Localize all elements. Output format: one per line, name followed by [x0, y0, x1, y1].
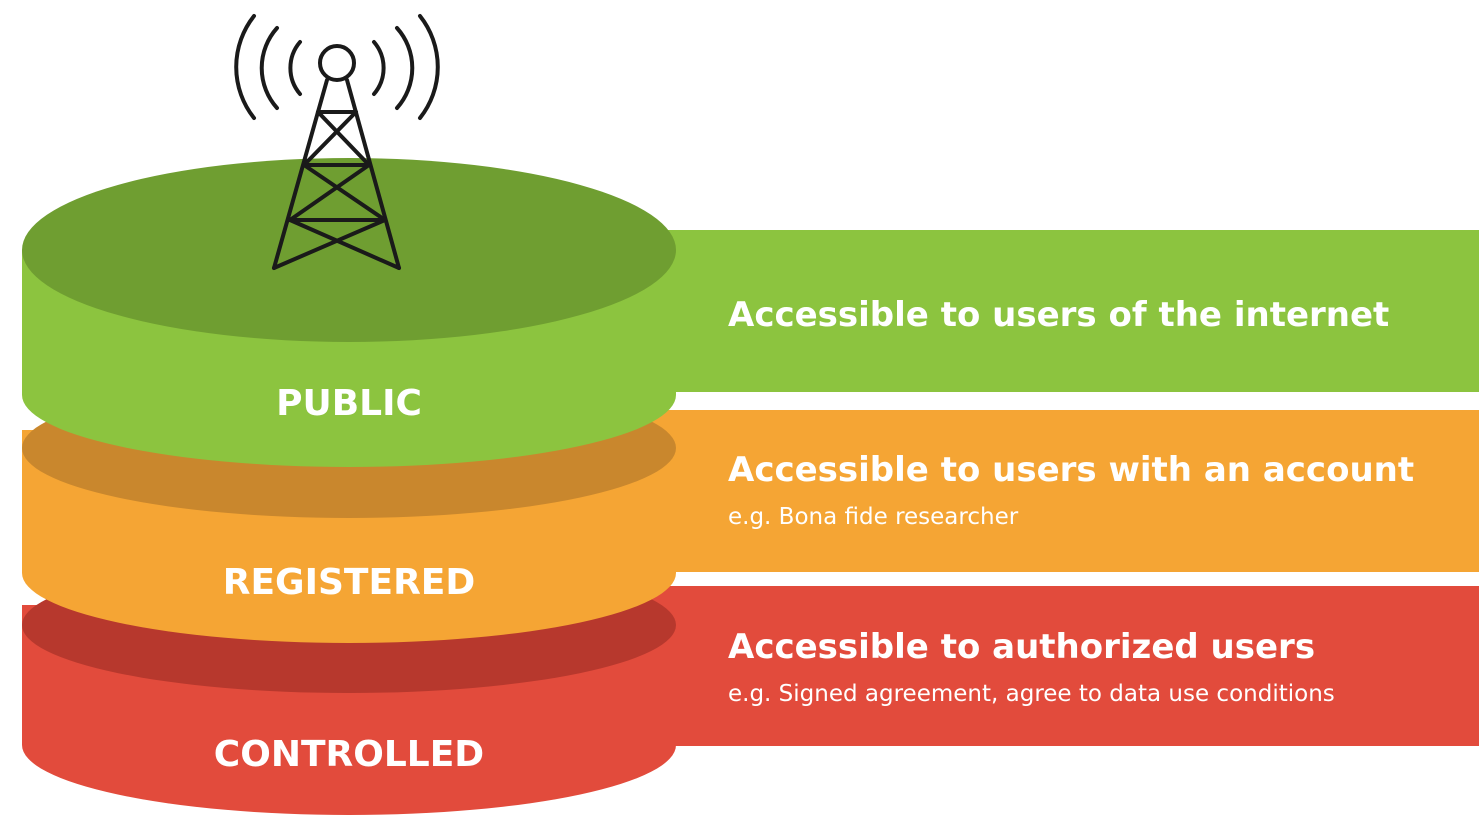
tier-description-public: Accessible to users of the internet: [728, 295, 1389, 335]
tier-example-controlled: e.g. Signed agreement, agree to data use…: [728, 681, 1335, 707]
cylinder-public-top: [22, 158, 676, 342]
broadcast-tower-icon: [234, 14, 440, 270]
cylinder-public: [22, 158, 676, 467]
band-registered: [640, 410, 1479, 572]
tier-label-public: PUBLIC: [276, 383, 422, 424]
tier-description-controlled: Accessible to authorized users: [728, 627, 1315, 667]
tier-example-registered: e.g. Bona fide researcher: [728, 504, 1019, 530]
band-controlled: [640, 586, 1479, 746]
tier-label-registered: REGISTERED: [223, 562, 476, 603]
band-public: [640, 230, 1479, 392]
tier-description-registered: Accessible to users with an account: [728, 450, 1414, 490]
tier-label-controlled: CONTROLLED: [214, 734, 484, 775]
